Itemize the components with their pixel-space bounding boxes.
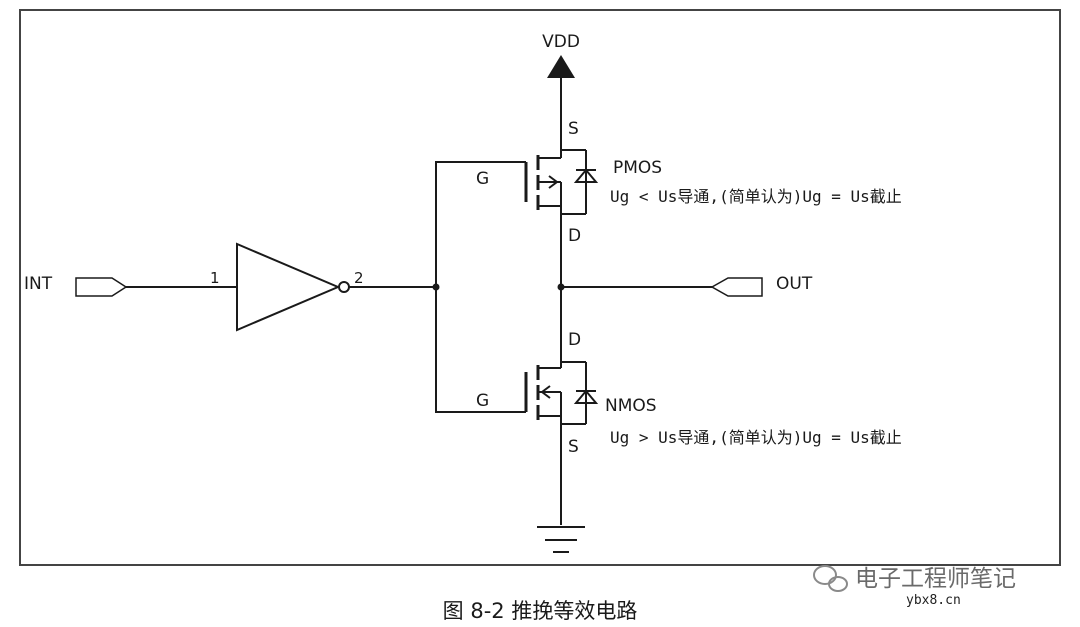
out-label: OUT: [776, 274, 813, 294]
nmos-condition-note: Ug > Us导通,(简单认为)Ug = Us截止: [610, 428, 902, 447]
int-label: INT: [24, 274, 53, 294]
pmos-source-label: S: [568, 119, 579, 139]
watermark-name: 电子工程师笔记: [855, 566, 1016, 592]
nmos-source-label: S: [568, 437, 579, 457]
pmos-drain-label: D: [568, 226, 581, 246]
output-junction-dot: [557, 283, 565, 291]
pmos-gate-label: G: [476, 169, 489, 189]
figure-caption: 图 8-2 推挽等效电路: [443, 599, 638, 623]
output-port-connector: [710, 277, 763, 297]
inverter-pin-1: 1: [210, 269, 220, 287]
pmos-condition-note: Ug < Us导通,(简单认为)Ug = Us截止: [610, 187, 902, 206]
nmos-drain-label: D: [568, 330, 581, 350]
inverter-symbol: [236, 242, 350, 332]
nmos-name-label: NMOS: [605, 396, 657, 416]
vdd-supply-symbol: [547, 55, 575, 78]
diagram-frame: [19, 9, 1061, 566]
ground-symbol: [537, 526, 585, 553]
pmos-name-label: PMOS: [613, 158, 662, 178]
nmos-gate-label: G: [476, 391, 489, 411]
wechat-icon: [813, 565, 848, 592]
watermark-url: ybx8.cn: [906, 593, 961, 608]
vdd-label: VDD: [542, 32, 580, 52]
gate-junction-dot: [432, 283, 440, 291]
nmos-transistor: [524, 361, 599, 425]
inverter-pin-2: 2: [354, 269, 364, 287]
input-port-connector: [75, 277, 128, 297]
pmos-transistor: [524, 148, 599, 215]
